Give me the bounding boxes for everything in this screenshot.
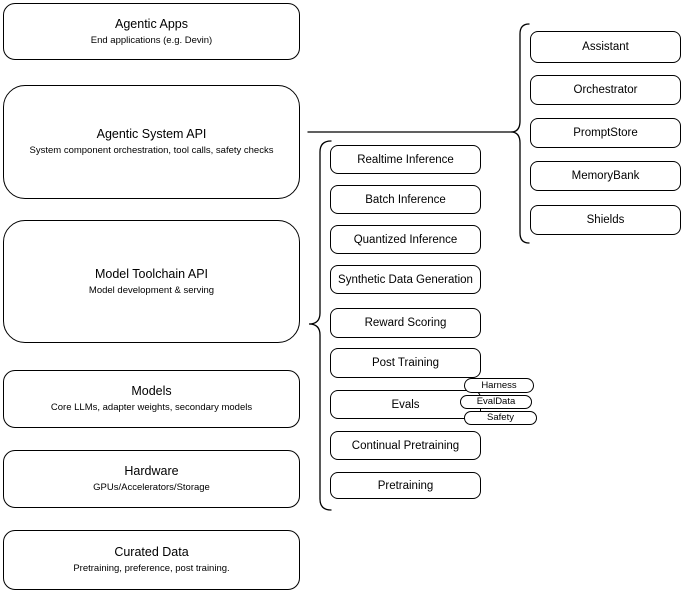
evals-tag-safety: Safety <box>464 411 537 425</box>
node-title: Models <box>131 384 172 398</box>
node-subtitle: Model development & serving <box>88 284 215 296</box>
node-hardware: Hardware GPUs/Accelerators/Storage <box>3 450 300 508</box>
node-agentic-apps: Agentic Apps End applications (e.g. Devi… <box>3 3 300 60</box>
toolchain-node-reward-scoring: Reward Scoring <box>330 308 481 338</box>
node-title: Hardware <box>124 464 179 478</box>
toolchain-node-batch-inference: Batch Inference <box>330 185 481 214</box>
component-node-promptstore: PromptStore <box>530 118 681 148</box>
toolchain-group-brace <box>308 140 332 511</box>
component-node-orchestrator: Orchestrator <box>530 75 681 105</box>
toolchain-node-synthetic-data-generation: Synthetic Data Generation <box>330 265 481 294</box>
node-subtitle: System component orchestration, tool cal… <box>29 145 274 156</box>
component-node-assistant: Assistant <box>530 31 681 63</box>
node-subtitle: Core LLMs, adapter weights, secondary mo… <box>50 402 253 413</box>
node-subtitle: GPUs/Accelerators/Storage <box>93 482 210 493</box>
node-agentic-system-api: Agentic System API System component orch… <box>3 85 300 199</box>
toolchain-node-evals: Evals <box>330 390 481 419</box>
node-model-toolchain-api: Model Toolchain API Model development & … <box>3 220 300 343</box>
component-node-shields: Shields <box>530 205 681 235</box>
node-models: Models Core LLMs, adapter weights, secon… <box>3 370 300 428</box>
node-title: Agentic Apps <box>115 16 188 31</box>
toolchain-node-continual-pretraining: Continual Pretraining <box>330 431 481 460</box>
toolchain-node-pretraining: Pretraining <box>330 472 481 499</box>
evals-tag-evaldata: EvalData <box>460 395 532 409</box>
system-components-group-brace <box>510 23 530 244</box>
node-subtitle: Pretraining, preference, post training. <box>73 563 230 574</box>
evals-tag-harness: Harness <box>464 378 534 393</box>
node-curated-data: Curated Data Pretraining, preference, po… <box>3 530 300 590</box>
toolchain-node-post-training: Post Training <box>330 348 481 378</box>
node-title: Curated Data <box>114 545 189 559</box>
component-node-memorybank: MemoryBank <box>530 161 681 191</box>
node-subtitle: End applications (e.g. Devin) <box>90 34 213 46</box>
node-title: Model Toolchain API <box>94 266 209 281</box>
toolchain-node-realtime-inference: Realtime Inference <box>330 145 481 174</box>
node-title: Agentic System API <box>96 127 207 141</box>
toolchain-node-quantized-inference: Quantized Inference <box>330 225 481 254</box>
